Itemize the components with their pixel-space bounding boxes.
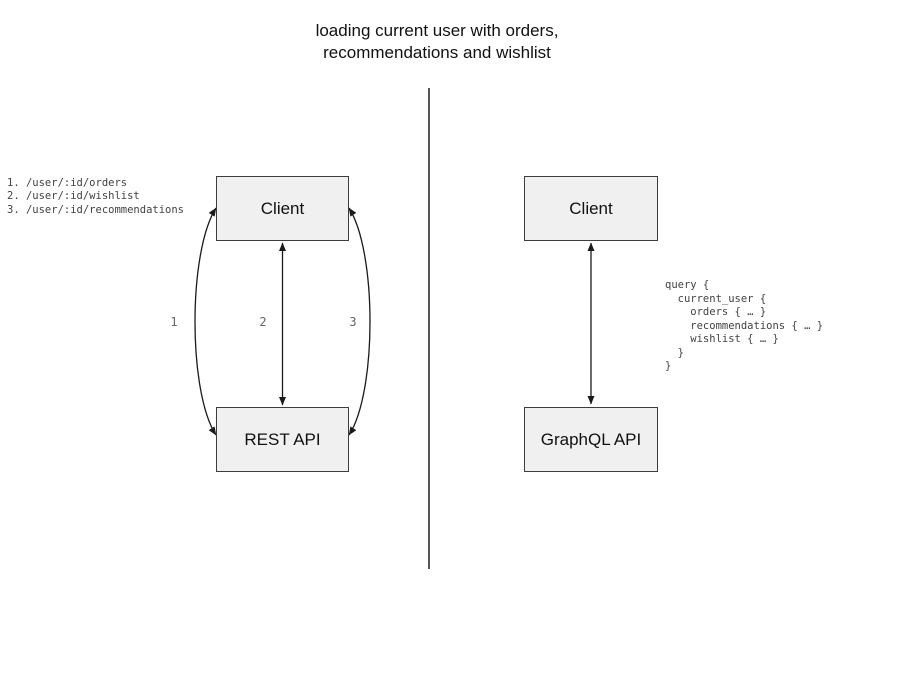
rest-endpoint-list: 1. /user/:id/orders 2. /user/:id/wishlis… xyxy=(7,177,184,217)
rest-endpoint-item: 1. /user/:id/orders xyxy=(7,177,128,189)
graphql-query-line: orders { … } xyxy=(665,306,767,318)
rest-endpoint-item: 2. /user/:id/wishlist xyxy=(7,190,140,203)
diagram-title-line1: loading current user with orders, xyxy=(315,21,559,40)
rest-arrow-label-2: 2 xyxy=(259,315,267,329)
rest-client-node: Client xyxy=(216,176,349,241)
rest-arrow-label-1: 1 xyxy=(170,315,178,329)
graphql-api-node-label: GraphQL API xyxy=(540,429,642,449)
graphql-query-line: } xyxy=(665,360,672,372)
graphql-query-line: recommendations { … } xyxy=(665,319,824,332)
rest-endpoint-item: 3. /user/:id/recommendations xyxy=(7,203,185,216)
diagram-title: loading current user with orders, recomm… xyxy=(267,20,607,64)
rest-api-node-label: REST API xyxy=(244,429,321,449)
graphql-query-line: current_user { xyxy=(665,292,767,305)
graphql-query-line: query { xyxy=(665,279,710,291)
graphql-query-line: wishlist { … } xyxy=(665,333,779,345)
graphql-api-node: GraphQL API xyxy=(524,407,658,472)
graphql-client-node-label: Client xyxy=(569,198,613,218)
rest-request-arrow-1 xyxy=(194,207,217,436)
rest-request-arrow-3 xyxy=(348,207,371,436)
rest-arrow-label-3: 3 xyxy=(349,315,357,329)
rest-client-node-label: Client xyxy=(260,198,305,218)
diagram-title-line2: recommendations and wishlist xyxy=(323,43,551,62)
graphql-client-node: Client xyxy=(524,176,658,241)
rest-api-node: REST API xyxy=(216,407,349,472)
graphql-query-line: } xyxy=(665,346,684,359)
graphql-query-snippet: query { current_user { orders { … } reco… xyxy=(665,279,823,374)
